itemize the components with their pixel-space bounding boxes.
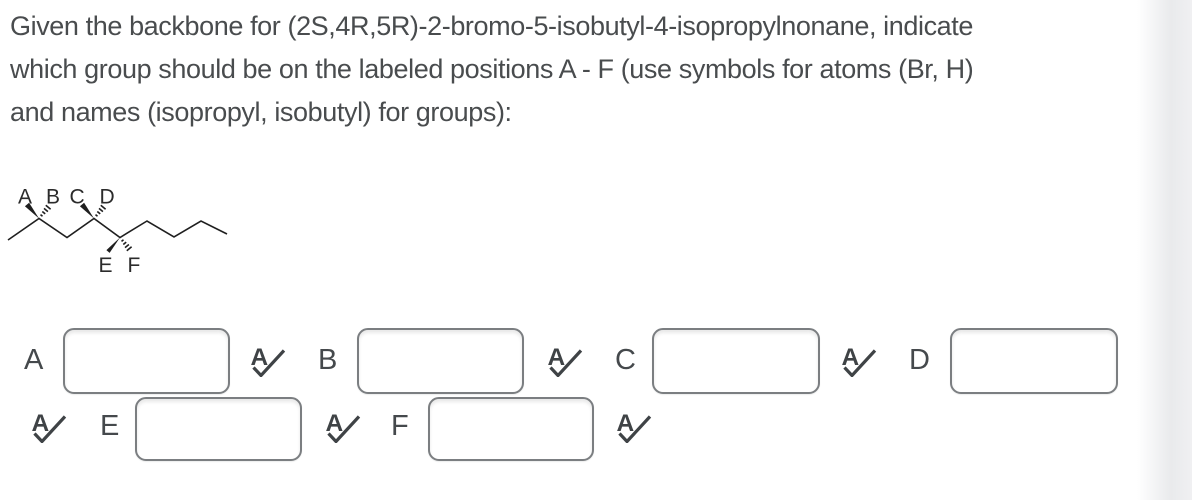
molecule-label: D (100, 186, 115, 209)
molecule-label: E (99, 254, 113, 277)
question-line: Given the backbone for (2S,4R,5R)-2-brom… (10, 11, 974, 41)
answer-input-b[interactable] (357, 328, 524, 394)
molecule-structure: A B C D E F (7, 186, 228, 277)
spellcheck-icon[interactable]: A (842, 347, 877, 377)
answer-input-e[interactable] (135, 397, 302, 461)
field-label-c: C (615, 344, 636, 376)
field-label-e: E (100, 410, 120, 442)
molecule-label: A (18, 186, 32, 209)
answer-input-a[interactable] (63, 328, 230, 394)
answer-input-c[interactable] (652, 328, 820, 394)
checkmark-icon (33, 415, 67, 443)
scroll-edge-shadow (1137, 0, 1192, 500)
spellcheck-icon[interactable]: A (326, 413, 361, 443)
checkmark-icon (549, 349, 583, 377)
spellcheck-icon[interactable]: A (617, 413, 652, 443)
wedge-bond-c (79, 202, 94, 219)
hash-bond-b (40, 204, 52, 217)
question-line: and names (isopropyl, isobutyl) for grou… (10, 97, 512, 127)
spellcheck-icon[interactable]: A (32, 413, 67, 443)
checkmark-icon (843, 349, 877, 377)
question-text: Given the backbone for (2S,4R,5R)-2-brom… (10, 5, 974, 134)
carbon-chain (7, 217, 228, 241)
molecule-label: C (70, 186, 85, 209)
hash-bond-f (121, 239, 133, 252)
molecule-label: F (128, 254, 141, 277)
field-label-d: D (909, 344, 930, 376)
checkmark-icon (252, 349, 286, 377)
svg-text:A: A (617, 413, 635, 437)
answer-input-f[interactable] (428, 397, 594, 461)
svg-text:A: A (326, 413, 344, 437)
svg-text:A: A (251, 347, 269, 371)
field-label-a: A (24, 344, 44, 376)
svg-text:A: A (842, 347, 860, 371)
wedge-bond-e (106, 237, 120, 253)
field-label-f: F (391, 410, 409, 442)
field-label-b: B (318, 344, 338, 376)
svg-text:A: A (548, 347, 566, 371)
hash-bond-d (95, 204, 107, 217)
svg-text:A: A (32, 413, 50, 437)
molecule-label: B (46, 186, 60, 209)
checkmark-icon (327, 415, 361, 443)
question-line: which group should be on the labeled pos… (10, 54, 974, 84)
answer-input-d[interactable] (950, 328, 1118, 394)
spellcheck-icon[interactable]: A (251, 347, 286, 377)
spellcheck-icon[interactable]: A (548, 347, 583, 377)
wedge-bond-a (24, 202, 39, 219)
checkmark-icon (618, 415, 652, 443)
